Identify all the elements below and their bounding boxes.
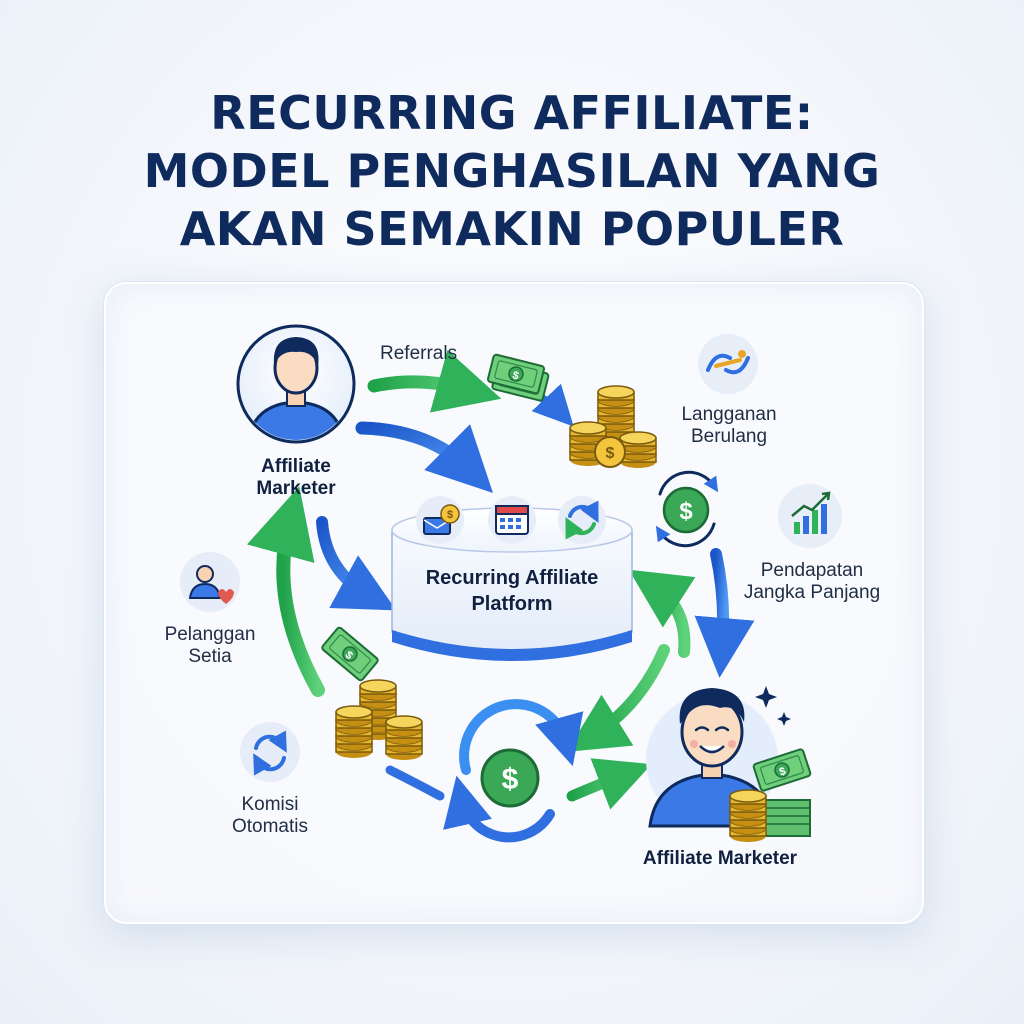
coin-stacks-icon-left [335,679,423,761]
svg-text:$: $ [447,509,453,521]
svg-text:$: $ [502,763,519,796]
affiliate-marketer-avatar-top [236,324,356,444]
dollar-cycle-icon-center: $ [443,699,584,843]
komisi-line1: Komisi [241,794,299,815]
coin-stacks-icon-top: $ [569,385,657,469]
dollar-cycle-icon-right: $ [655,470,719,548]
pelanggan-label: Pelanggan Setia [150,624,270,668]
cash-pile-icon: $ [729,747,813,843]
pelanggan-line2: Setia [188,646,232,667]
auto-commission-icon [240,722,300,782]
langganan-line1: Langganan [681,404,777,425]
referrals-label: Referrals [380,343,458,364]
right-down-arrow [694,548,755,678]
actor-label-top-line2: Marketer [256,478,336,499]
cycle-to-actor-arrow [566,758,652,810]
svg-text:$: $ [778,765,788,778]
platform-to-cycle-arrow [566,644,670,752]
money-bill-icon-left: $ [320,625,380,683]
title-line-1: RECURRING AFFILIATE: [210,86,814,140]
svg-text:$: $ [679,498,693,525]
money-bills-icon: $ [486,353,550,403]
title-line-3: AKAN SEMAKIN POPULER [179,202,845,256]
komisi-label: Komisi Otomatis [218,794,322,838]
actor-to-platform-arrow [355,421,493,493]
referrals-arrow [367,349,502,413]
left-to-platform-arrow [316,516,397,611]
handshake-icon [698,334,758,394]
return-to-actor-arrow [246,486,325,697]
actor-label-top: Affiliate Marketer [236,456,356,500]
svg-text:$: $ [511,369,520,382]
coins-to-cycle-arrow [385,765,445,801]
growth-chart-icon [778,484,842,548]
refresh-icon-platform [558,496,606,544]
loyal-customer-icon [180,552,240,612]
langganan-label: Langganan Berulang [664,404,794,448]
calendar-icon [488,496,536,544]
pendapatan-label: Pendapatan Jangka Panjang [732,560,892,604]
komisi-line2: Otomatis [231,816,309,837]
sparkle-icon [755,686,791,726]
actor-label-bottom: Affiliate Marketer [642,848,798,869]
right-to-platform-arrow [628,569,696,658]
actor-label-top-line1: Affiliate [261,456,331,477]
svg-text:$: $ [606,445,615,462]
platform-label-line2: Platform [471,593,553,615]
title-line-2: MODEL PENGHASILAN YANG [143,144,881,198]
platform-label-line1: Recurring Affiliate [425,567,599,589]
platform-label: Recurring Affiliate Platform [392,565,632,617]
pendapatan-line1: Pendapatan [760,560,864,581]
wallet-icon: $ [416,496,464,544]
pelanggan-line1: Pelanggan [164,624,256,645]
page-title: RECURRING AFFILIATE: MODEL PENGHASILAN Y… [0,84,1024,258]
langganan-line2: Berulang [690,426,768,447]
pendapatan-line2: Jangka Panjang [743,582,881,603]
